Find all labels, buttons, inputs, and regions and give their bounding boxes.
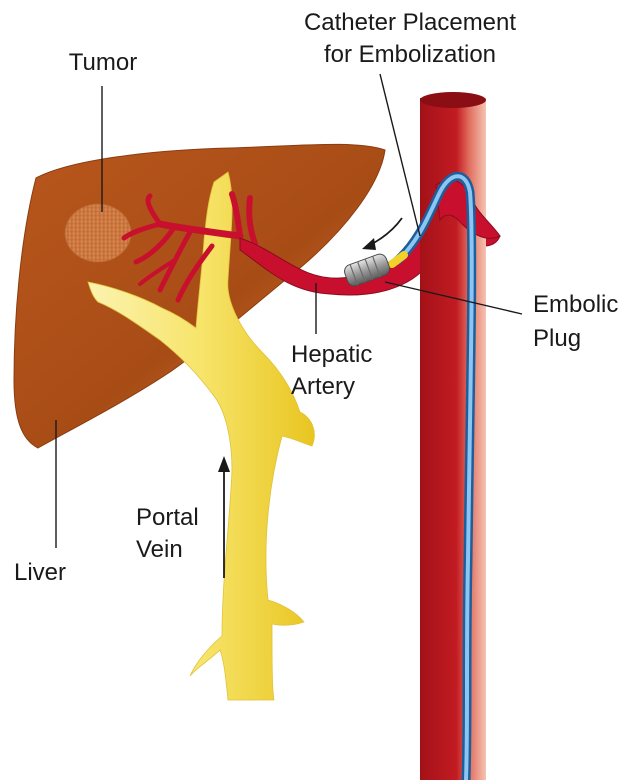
- embolic-plug-label-line2: Plug: [533, 325, 581, 352]
- catheter-leader: [380, 74, 420, 236]
- aorta-top-opening: [420, 92, 486, 108]
- catheter-label-line2: for Embolization: [324, 41, 496, 68]
- portal-vein-label-line1: Portal: [136, 504, 199, 531]
- hepatic-artery-label-line1: Hepatic: [291, 341, 372, 368]
- portal-vein-label-line2: Vein: [136, 536, 183, 563]
- catheter-label-line1: Catheter Placement: [304, 9, 516, 36]
- tumor-mass: [65, 204, 131, 262]
- embolic-plug-label-line1: Embolic: [533, 291, 618, 318]
- catheter-direction-arrowhead: [362, 238, 376, 250]
- tumor-label: Tumor: [69, 49, 137, 76]
- hepatic-artery-label-line2: Artery: [291, 373, 355, 400]
- liver-label: Liver: [14, 559, 66, 586]
- portal-flow-arrowhead: [218, 456, 230, 472]
